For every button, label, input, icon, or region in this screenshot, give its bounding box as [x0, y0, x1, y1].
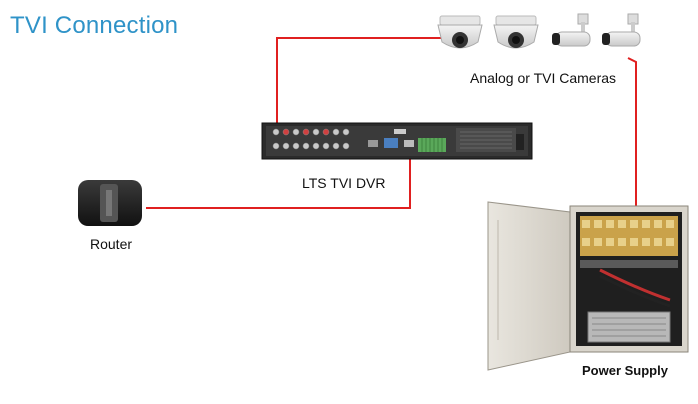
power-supply-box — [487, 201, 689, 371]
power-supply-label: Power Supply — [582, 363, 668, 378]
router-device — [78, 180, 142, 226]
camera-to-dvr-wire — [276, 37, 442, 140]
cameras-label: Analog or TVI Cameras — [470, 70, 617, 86]
router-to-dvr-wire — [146, 158, 411, 209]
dome-camera-1 — [437, 15, 483, 49]
wires — [146, 37, 637, 212]
dvr-label: LTS TVI DVR — [302, 175, 386, 191]
bullet-camera-2 — [602, 13, 641, 47]
page-title: TVI Connection — [10, 12, 179, 39]
dvr-recorder — [261, 122, 533, 160]
router-label: Router — [90, 236, 133, 252]
dome-camera-2 — [493, 15, 539, 49]
bullet-camera-1 — [552, 13, 591, 47]
camera-to-power-wire — [627, 57, 637, 212]
